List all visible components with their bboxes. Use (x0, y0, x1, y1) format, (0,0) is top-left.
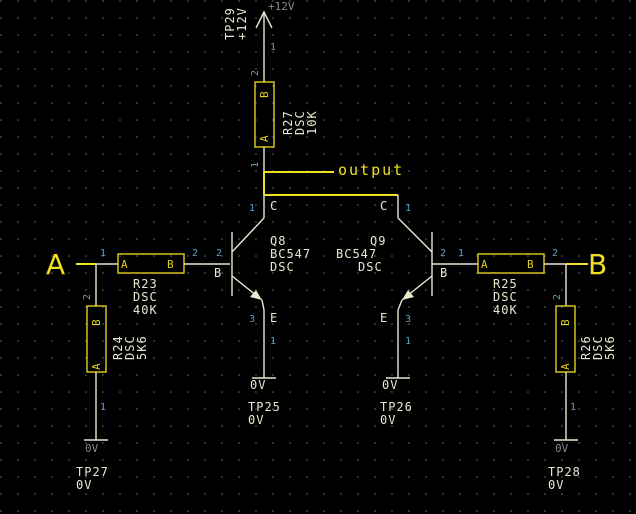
r23-ref: R23 (133, 277, 158, 291)
resistor-r26[interactable]: 2 B A R26 DSC 5K6 1 (552, 294, 617, 440)
input-a-pin-1: 1 (100, 248, 106, 259)
resistor-r27[interactable]: 2 B A R27 DSC 10K 1 (250, 70, 319, 172)
tp26-value: 0V (380, 413, 396, 427)
tp25-net: 0V (250, 378, 266, 392)
q9-pin-c-num: 1 (405, 203, 411, 214)
r24-value: 5K6 (135, 335, 149, 360)
r27-type: DSC (293, 110, 307, 135)
input-b[interactable]: B (565, 248, 607, 306)
r23-value: 40K (133, 303, 158, 317)
q8-pin-b: B (214, 266, 222, 280)
q9-pin-c: C (380, 199, 388, 213)
r25-ref: R25 (493, 277, 518, 291)
q9-pin-e: E (380, 311, 388, 325)
tp27-value: 0V (76, 478, 92, 492)
ground-tp26[interactable]: 0V TP26 0V (380, 377, 413, 427)
supply-pin-1: 1 (270, 42, 276, 53)
resistor-r24[interactable]: 2 B A R24 DSC 5K6 1 (82, 294, 149, 440)
supply-ref: TP29 (223, 7, 237, 40)
tp26-net: 0V (382, 378, 398, 392)
tp27-net: 0V (85, 442, 99, 455)
q8-pin-c-num: 1 (249, 203, 255, 214)
r25-pin-1: 1 (458, 248, 464, 259)
output-net[interactable]: output (263, 161, 404, 218)
r27-pin-1: 1 (250, 162, 261, 168)
input-b-label: B (588, 248, 607, 281)
r24-pin-2: 2 (82, 294, 93, 300)
r26-end-a: A (559, 363, 572, 370)
tp25-ref: TP25 (248, 400, 281, 414)
supply-value: +12V (235, 7, 249, 40)
r24-pin-1: 1 (100, 402, 106, 413)
ground-tp25[interactable]: 0V TP25 0V (248, 377, 281, 427)
q8-pin-1-below: 1 (270, 336, 276, 347)
r26-value: 5K6 (603, 335, 617, 360)
r24-type: DSC (123, 335, 137, 360)
tp28-ref: TP28 (548, 465, 581, 479)
r26-pin-1: 1 (570, 402, 576, 413)
tp28-value: 0V (548, 478, 564, 492)
r25-value: 40K (493, 303, 518, 317)
q8-ref: Q8 (270, 234, 286, 248)
tp27-ref: TP27 (76, 465, 109, 479)
input-a[interactable]: A 1 (46, 248, 118, 306)
r25-end-b: B (527, 258, 534, 271)
tp25-value: 0V (248, 413, 264, 427)
q8-pin-e-num: 3 (249, 314, 255, 325)
q9-pin-1-below: 1 (405, 336, 411, 347)
r26-pin-2: 2 (552, 294, 563, 300)
r23-end-b: B (167, 258, 174, 271)
transistor-q8[interactable]: C 1 B 2 E 3 1 Q8 BC547 DSC (214, 199, 311, 378)
r27-ref: R27 (281, 110, 295, 135)
supply-net-label: +12V (268, 0, 295, 13)
q8-pin-e: E (270, 311, 278, 325)
r25-end-a: A (481, 258, 488, 271)
r27-pin-2: 2 (250, 70, 261, 76)
r27-end-b: B (258, 91, 271, 98)
q8-type: DSC (270, 260, 295, 274)
r24-end-a: A (90, 363, 103, 370)
q9-ref: Q9 (370, 234, 386, 248)
supply-terminal[interactable]: +12V TP29 +12V 1 (223, 0, 295, 82)
r24-ref: R24 (111, 335, 125, 360)
ground-tp28[interactable]: 0V TP28 0V (548, 439, 581, 492)
r27-value: 10K (305, 110, 319, 135)
q9-part: BC547 (336, 247, 377, 261)
output-label: output (338, 161, 404, 179)
tp26-ref: TP26 (380, 400, 413, 414)
q9-pin-b: B (440, 266, 448, 280)
r26-ref: R26 (579, 335, 593, 360)
resistor-r23[interactable]: A B 2 R23 DSC 40K (117, 248, 230, 317)
r24-end-b: B (90, 319, 103, 326)
ground-tp27[interactable]: 0V TP27 0V (76, 439, 109, 492)
q8-pin-b-num: 2 (216, 248, 222, 259)
q8-part: BC547 (270, 247, 311, 261)
resistor-r25[interactable]: 1 A B 2 R25 DSC 40K (432, 248, 566, 317)
r26-type: DSC (591, 335, 605, 360)
r23-end-a: A (121, 258, 128, 271)
r23-pin-2: 2 (192, 248, 198, 259)
q9-pin-e-num: 3 (405, 314, 411, 325)
input-a-label: A (46, 248, 65, 281)
transistor-q9[interactable]: C 1 B 2 E 3 1 Q9 BC547 DSC (336, 199, 448, 378)
r23-type: DSC (133, 290, 158, 304)
r26-end-b: B (559, 319, 572, 326)
tp28-net: 0V (555, 442, 569, 455)
q8-pin-c: C (270, 199, 278, 213)
r25-pin-2: 2 (552, 248, 558, 259)
q9-pin-b-num: 2 (440, 248, 446, 259)
r25-type: DSC (493, 290, 518, 304)
r27-end-a: A (258, 135, 271, 142)
q9-type: DSC (358, 260, 383, 274)
